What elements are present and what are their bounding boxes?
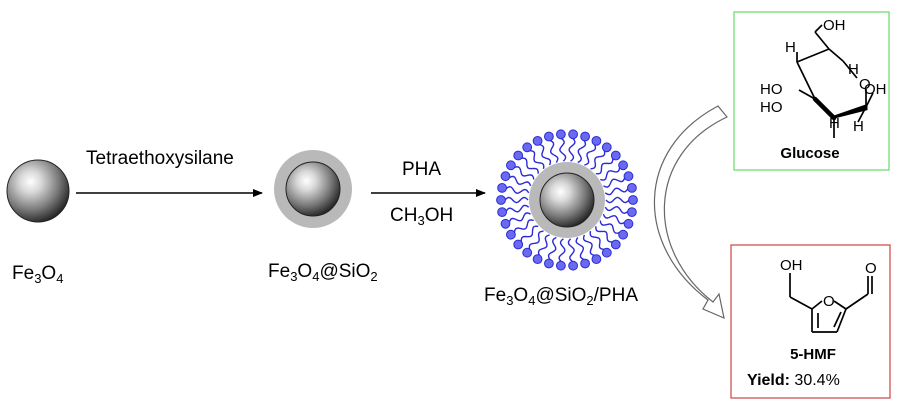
hmf-name: 5-HMF [790,346,836,363]
pha-head-group [591,254,602,265]
glucose-ho-left: HO [760,81,783,98]
glucose-oh-right: OH [864,81,887,98]
pha-chain [590,150,606,170]
pha-chain [602,213,626,225]
pha-head-group [601,247,612,258]
pha-chain [528,230,544,250]
pha-head-group [506,229,516,240]
pha-head-group [627,207,637,218]
pha-head-group [591,136,602,146]
pha-head-group [556,129,566,140]
glucose-h-4: H [853,118,864,135]
step2-reagent-label: PHA [402,159,442,180]
pha-chain [514,166,535,180]
yield-text: Yield: 30.4% [747,372,840,389]
pha-chain [568,137,576,162]
glucose-ho-bottom: HO [760,99,783,116]
pha-chain [504,196,529,204]
pha-head-group [628,195,638,205]
pha-head-group [532,254,543,265]
pha-chain [604,187,629,196]
pha-head-group [580,131,590,142]
pha-chain [577,140,587,164]
pha-chain [589,231,605,251]
pha-head-group [610,239,621,250]
pha-head-group [544,258,554,269]
glucose-h-2: H [848,61,859,78]
pha-chain [505,204,530,213]
pha-chain [584,144,597,166]
pha-chain [513,219,534,233]
pha-head-group [497,183,508,193]
pha-head-group [618,229,628,240]
pha-head-group [618,160,628,171]
pha-chain [547,236,557,260]
fe3o4-sio2-label: Fe3O4@SiO2 [268,261,378,284]
pha-chain [604,205,629,215]
hmf-box [730,244,891,399]
pha-head-group [532,136,543,146]
pha-head-group [522,247,533,258]
pha-head-group [623,171,634,182]
hmf-ring-o: O [823,293,835,310]
pha-chain [558,238,566,263]
step1-reagent-label: Tetraethoxysilane [86,148,234,169]
pha-head-group [506,160,516,171]
glucose-h-3: H [829,115,840,132]
pha-fe3o4-core [539,172,595,228]
pha-head-group [496,195,506,205]
fe3o4-silica-core [285,161,341,217]
pha-head-group [500,171,511,182]
pha-chain [605,196,630,204]
pha-head-group [627,183,637,193]
pha-chain [559,137,567,162]
pha-chain [575,237,585,261]
pha-head-group [568,129,578,140]
hmf-ald-o: O [865,260,877,277]
pha-head-group [513,239,524,250]
pha-head-group [623,218,634,229]
pha-head-group [497,207,508,218]
pha-head-group [601,142,612,153]
pha-head-group [556,260,566,271]
glucose-name: Glucose [780,145,839,162]
glucose-oh-top: OH [823,17,846,34]
pha-head-group [610,150,621,161]
pha-chain [599,220,620,234]
pha-ligand-corona [496,129,638,271]
pha-chain [567,238,575,263]
pha-head-group [500,218,511,229]
pha-chain [508,175,532,187]
pha-chain [600,167,621,181]
glucose-bold-bond [812,96,837,121]
glucose-ring-o: O [859,76,871,93]
pha-chain [508,212,531,223]
pha-head-group [544,131,554,142]
pha-chain [539,143,552,166]
pha-chain [603,177,626,188]
fe3o4-sio2-pha-label: Fe3O4@SiO2/PHA [484,285,638,308]
pha-chain [520,225,539,242]
fe3o4-particle [6,159,70,223]
hmf-oh: OH [780,257,803,274]
hmf-structure [789,273,873,333]
conversion-arrow [653,105,728,320]
pha-chain [595,226,613,243]
glucose-h-1: H [785,39,796,56]
pha-chain [505,185,530,195]
pha-chain [595,158,614,175]
fe3o4-label: Fe3O4 [12,263,64,286]
pha-chain [549,139,559,163]
pha-chain [521,157,539,174]
glucose-wedge-bond [833,103,868,119]
step2-solvent-label: CH3OH [390,205,454,228]
pha-chain [537,234,550,256]
pha-head-group [522,142,533,153]
pha-head-group [568,260,578,271]
pha-head-group [513,150,524,161]
pha-head-group [580,258,590,269]
pha-chain [582,234,595,257]
pha-chain [529,149,545,169]
